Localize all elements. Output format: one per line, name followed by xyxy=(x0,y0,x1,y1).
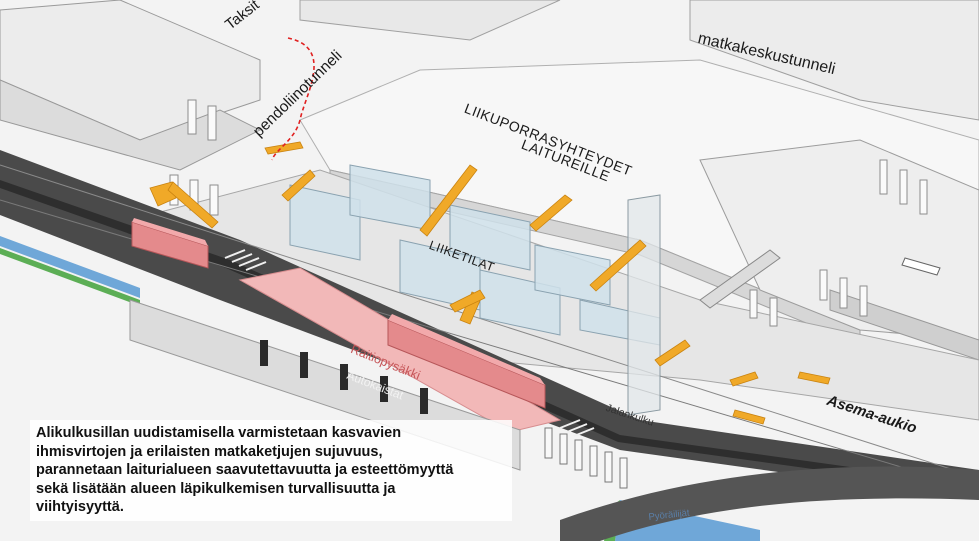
caption-line: Alikulkusillan uudistamisella varmisteta… xyxy=(36,425,402,441)
crosswalk xyxy=(224,249,595,437)
right-hall xyxy=(699,139,979,341)
building-block-top-mid xyxy=(299,0,561,41)
cycle-lane xyxy=(0,236,140,298)
plateau-columns xyxy=(169,99,928,327)
elevator-tower xyxy=(627,194,661,416)
bollards xyxy=(544,427,628,489)
escalator-arrows xyxy=(149,141,831,425)
road-band xyxy=(0,150,979,500)
arrow-right-edge xyxy=(901,257,941,276)
tram-centre xyxy=(387,314,546,409)
road-lane-line-1 xyxy=(0,164,979,479)
retail-glass-boxes xyxy=(289,164,661,346)
tram-left xyxy=(131,218,209,269)
caption-line: parannetaan laiturialueen saavutettavuut… xyxy=(36,462,454,479)
caption-line: viihtyisyyttä. xyxy=(36,499,124,516)
lower-road-curve xyxy=(560,466,979,541)
escalator-ramp-right xyxy=(699,249,781,309)
caption-block: Alikulkusillan uudistamisella varmisteta… xyxy=(30,420,512,521)
building-block-left-2 xyxy=(0,79,262,171)
green-strip xyxy=(0,248,140,306)
building-block-top-right xyxy=(689,0,979,121)
caption-line: ihmisvirtojen ja erilaisten matkaketjuje… xyxy=(36,443,383,460)
bridge-piers xyxy=(260,340,428,414)
caption-line: sekä lisätään alueen läpikulkemisen turv… xyxy=(36,480,396,497)
